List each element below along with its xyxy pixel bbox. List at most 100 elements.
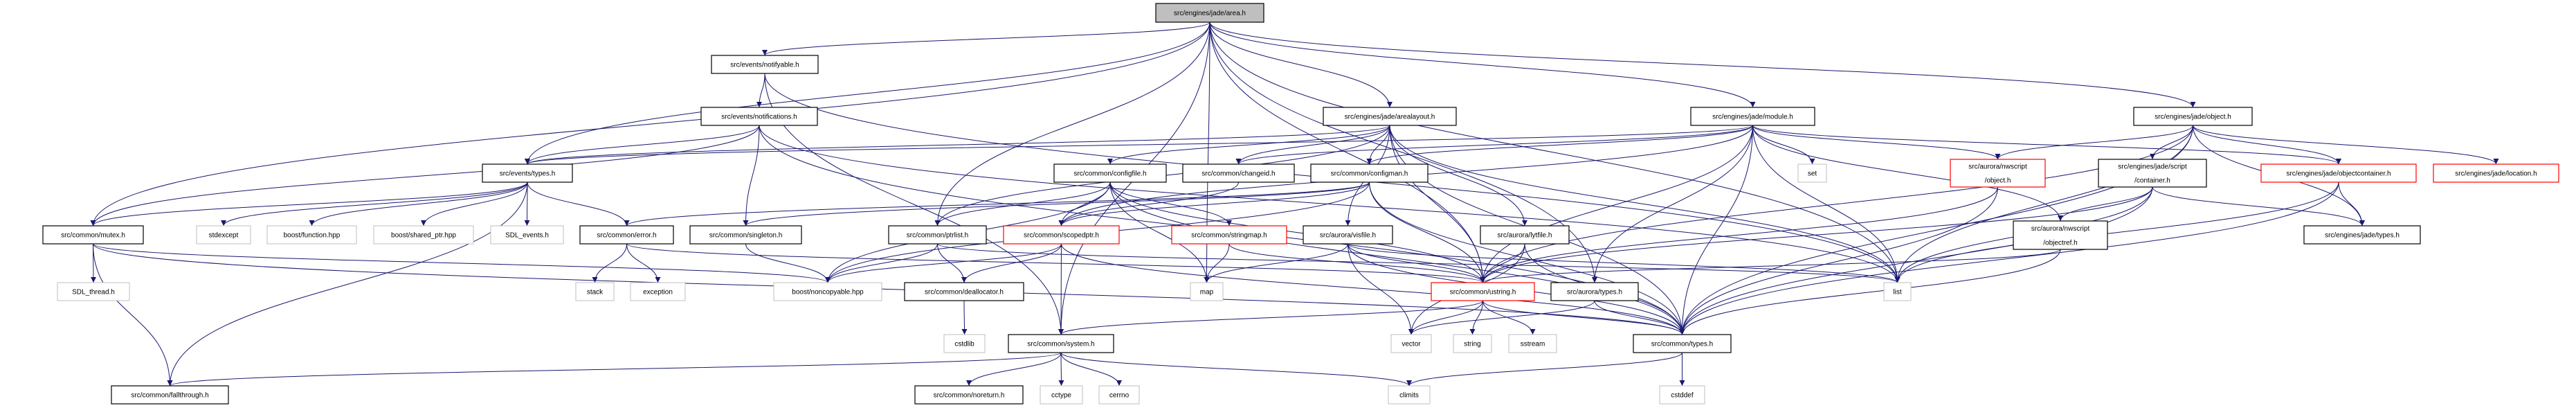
edge-object-to-list xyxy=(1894,125,2193,283)
edge-area-to-ustring xyxy=(1209,21,1486,283)
node-objectcontainer[interactable]: src/engines/jade/objectcontainer.h xyxy=(2260,163,2417,183)
node-label: src/aurora/visfile.h xyxy=(1320,232,1376,240)
node-stringmap[interactable]: src/common/stringmap.h xyxy=(1171,225,1287,245)
node-changeid[interactable]: src/common/changeid.h xyxy=(1182,163,1295,183)
node-label: src/common/configman.h xyxy=(1331,170,1408,178)
node-box xyxy=(914,385,1024,405)
edge-ustring-to-string xyxy=(1469,300,1483,335)
node-vector[interactable]: vector xyxy=(1390,334,1432,353)
edge-system-to-climits xyxy=(1060,352,1412,387)
node-label: stdexcept xyxy=(209,232,239,240)
node-error[interactable]: src/common/error.h xyxy=(579,225,674,245)
node-types_ev[interactable]: src/events/types.h xyxy=(482,163,573,183)
edge-arealayout-to-list xyxy=(1389,125,1901,283)
edge-objectcontainer-to-common_types xyxy=(1679,181,2339,335)
edge-system-to-fallthrough xyxy=(167,352,1062,387)
node-box xyxy=(42,225,144,245)
node-stdexcept[interactable]: stdexcept xyxy=(196,225,251,245)
edge-container-to-objectref xyxy=(2058,186,2153,222)
node-label: string xyxy=(1464,341,1480,348)
node-label: boost/noncopyable.hpp xyxy=(792,289,864,296)
node-list[interactable]: list xyxy=(1883,282,1912,301)
node-deallocator[interactable]: src/common/deallocator.h xyxy=(904,282,1024,301)
edge-mutex-to-noncopyable xyxy=(93,243,831,283)
node-singleton[interactable]: src/common/singleton.h xyxy=(689,225,802,245)
node-mutex[interactable]: src/common/mutex.h xyxy=(42,225,144,245)
node-common_types[interactable]: src/common/types.h xyxy=(1633,334,1732,353)
node-function[interactable]: boost/function.hpp xyxy=(266,225,357,245)
node-cstddef[interactable]: cstddef xyxy=(1659,385,1705,405)
node-module[interactable]: src/engines/jade/module.h xyxy=(1690,107,1815,126)
edge-object-to-nwobject xyxy=(1995,125,2193,160)
edge-configman-to-singleton xyxy=(743,181,1370,227)
edge-area-to-module xyxy=(1209,21,1756,108)
edge-types_ev-to-stdexcept xyxy=(221,181,528,227)
edge-object-to-ustring xyxy=(1480,125,2193,283)
node-ustring[interactable]: src/common/ustring.h xyxy=(1431,282,1535,301)
edge-objectcontainer-to-jade_types xyxy=(2338,181,2365,227)
node-cstdlib[interactable]: cstdlib xyxy=(943,334,986,353)
node-label: src/common/fallthrough.h xyxy=(131,392,208,400)
node-shared_ptr[interactable]: boost/shared_ptr.hpp xyxy=(373,225,474,245)
node-notifyable[interactable]: src/events/notifyable.h xyxy=(711,55,819,74)
node-box xyxy=(1323,107,1457,126)
node-aurora_types[interactable]: src/aurora/types.h xyxy=(1550,282,1639,301)
node-label: stack xyxy=(587,289,604,296)
node-sdl_events[interactable]: SDL_events.h xyxy=(490,225,564,245)
node-configfile[interactable]: src/common/configfile.h xyxy=(1053,163,1167,183)
node-label: list xyxy=(1893,289,1901,296)
node-box xyxy=(1040,385,1083,405)
node-jade_types[interactable]: src/engines/jade/types.h xyxy=(2303,225,2421,245)
edge-configfile-to-ptrlist xyxy=(934,181,1111,227)
node-label: src/common/stringmap.h xyxy=(1191,232,1267,240)
node-object[interactable]: src/engines/jade/object.h xyxy=(2133,107,2253,126)
edge-configman-to-ustring xyxy=(1369,181,1486,283)
node-notifications[interactable]: src/events/notifications.h xyxy=(700,107,818,126)
node-label: src/engines/jade/objectcontainer.h xyxy=(2286,170,2391,178)
node-climits[interactable]: climits xyxy=(1388,385,1431,405)
node-box xyxy=(1508,334,1557,353)
edge-configman-to-scopedptr xyxy=(1058,181,1370,227)
edge-stringmap-to-ustring xyxy=(1228,243,1486,283)
node-cerrno[interactable]: cerrno xyxy=(1098,385,1140,405)
node-noreturn[interactable]: src/common/noreturn.h xyxy=(914,385,1024,405)
node-label: src/engines/jade/location.h xyxy=(2455,170,2537,178)
edge-area-to-arealayout xyxy=(1209,21,1393,108)
node-label: src/common/singleton.h xyxy=(709,232,783,240)
node-fallthrough[interactable]: src/common/fallthrough.h xyxy=(111,385,229,405)
node-configman[interactable]: src/common/configman.h xyxy=(1310,163,1428,183)
node-label: /object.h xyxy=(1985,177,2011,185)
edge-types_ev-to-shared_ptr xyxy=(421,181,528,227)
node-label: src/engines/jade/types.h xyxy=(2325,232,2400,240)
node-box xyxy=(1550,282,1639,301)
node-scopedptr[interactable]: src/common/scopedptr.h xyxy=(1003,225,1120,245)
node-sdl_thread[interactable]: SDL_thread.h xyxy=(57,282,130,301)
node-area[interactable]: src/engines/jade/area.h xyxy=(1155,3,1264,23)
node-system[interactable]: src/common/system.h xyxy=(1008,334,1114,353)
node-nwobject[interactable]: src/aurora/nwscript/object.h xyxy=(1950,159,2046,188)
node-box xyxy=(1008,334,1114,353)
node-arealayout[interactable]: src/engines/jade/arealayout.h xyxy=(1323,107,1457,126)
node-exception[interactable]: exception xyxy=(630,282,686,301)
node-stack[interactable]: stack xyxy=(575,282,615,301)
node-cctype[interactable]: cctype xyxy=(1040,385,1083,405)
node-visfile[interactable]: src/aurora/visfile.h xyxy=(1303,225,1393,245)
edge-mutex-to-common_types xyxy=(93,243,1685,335)
node-set[interactable]: set xyxy=(1797,163,1827,183)
edge-arealayout-to-types_ev xyxy=(525,125,1390,165)
node-box xyxy=(1053,163,1167,183)
node-label: src/engines/jade/arealayout.h xyxy=(1345,114,1435,121)
node-sstream[interactable]: sstream xyxy=(1508,334,1557,353)
edge-object-to-common_types xyxy=(1679,125,2193,335)
node-label: src/common/deallocator.h xyxy=(925,289,1004,296)
node-objectref[interactable]: src/aurora/nwscript/objectref.h xyxy=(2013,220,2108,250)
node-string[interactable]: string xyxy=(1453,334,1492,353)
node-label: src/common/mutex.h xyxy=(61,232,125,240)
node-noncopyable[interactable]: boost/noncopyable.hpp xyxy=(773,282,882,301)
node-lytfile[interactable]: src/aurora/lytfile.h xyxy=(1480,225,1570,245)
node-location[interactable]: src/engines/jade/location.h xyxy=(2433,163,2559,183)
node-map[interactable]: map xyxy=(1190,282,1224,301)
node-ptrlist[interactable]: src/common/ptrlist.h xyxy=(888,225,987,245)
node-container[interactable]: src/engines/jade/script/container.h xyxy=(2098,159,2207,188)
edge-types_ev-to-fallthrough xyxy=(167,181,528,387)
